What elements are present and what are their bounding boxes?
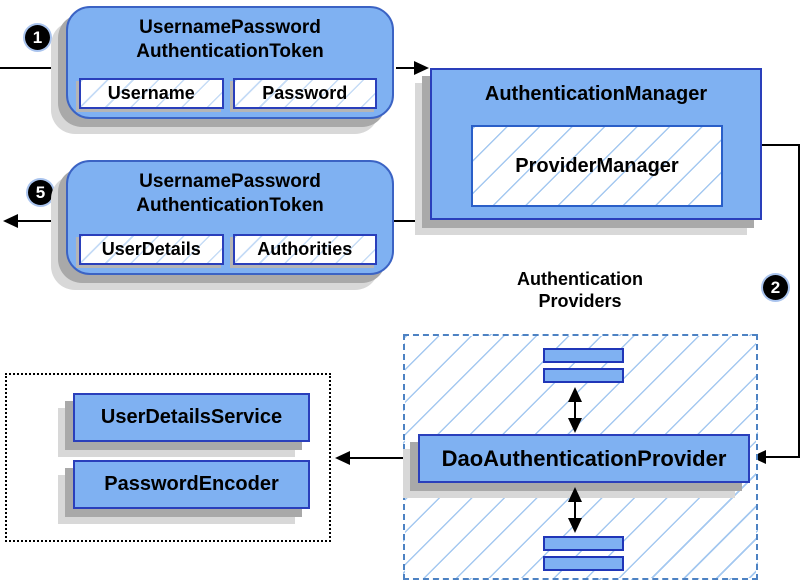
authentication-manager-box: AuthenticationManager ProviderManager: [430, 68, 762, 220]
line-in-request: [0, 67, 68, 69]
line-manager-down-vertical: [798, 144, 800, 458]
authorities-field: Authorities: [232, 234, 377, 265]
double-arrow-top-up-head-icon: [568, 387, 582, 402]
authentication-providers-title-line2: Providers: [538, 291, 622, 311]
double-arrow-bottom-line: [574, 499, 576, 520]
arrow-provider-to-services-line: [349, 457, 418, 459]
line-manager-right-horizontal: [760, 144, 800, 146]
token-request-title-line2: AuthenticationToken: [136, 41, 324, 62]
authentication-providers-title: Authentication Providers: [455, 268, 705, 312]
double-arrow-bottom-down-head-icon: [568, 518, 582, 533]
double-arrow-bottom-up-head-icon: [568, 487, 582, 502]
arrow-token-to-manager-line: [396, 67, 416, 69]
double-arrow-top-down-head-icon: [568, 418, 582, 433]
password-field: Password: [232, 78, 377, 109]
step-1-badge: 1: [25, 25, 50, 50]
step-2-badge: 2: [763, 275, 788, 300]
provider-list-bar-top-1: [543, 348, 624, 363]
double-arrow-top-line: [574, 399, 576, 420]
step-5-badge: 5: [28, 180, 53, 205]
arrow-token-to-manager-head-icon: [414, 61, 429, 75]
token-response-title-line1: UsernamePassword: [139, 171, 321, 192]
authentication-manager-title: AuthenticationManager: [484, 83, 708, 105]
token-response-title: UsernamePassword AuthenticationToken: [68, 170, 392, 218]
token-request-title-line1: UsernamePassword: [139, 17, 321, 38]
userdetails-field: UserDetails: [79, 234, 224, 265]
provider-list-bar-bottom-1: [543, 536, 624, 551]
provider-list-bar-top-2: [543, 368, 624, 383]
provider-list-bar-bottom-2: [543, 556, 624, 571]
token-request-title: UsernamePassword AuthenticationToken: [68, 16, 392, 64]
user-details-service-box: UserDetailsService: [73, 393, 310, 442]
password-encoder-box: PasswordEncoder: [73, 460, 310, 509]
arrow-provider-to-services-head-icon: [335, 451, 350, 465]
dao-authentication-provider-box: DaoAuthenticationProvider: [418, 434, 750, 483]
provider-manager-box: ProviderManager: [471, 125, 723, 207]
username-password-token-response-box: UsernamePassword AuthenticationToken Use…: [66, 160, 394, 275]
line-manager-to-token-response: [390, 220, 434, 222]
username-password-token-request-box: UsernamePassword AuthenticationToken Use…: [66, 6, 394, 119]
arrow-token-response-out-head-icon: [3, 214, 18, 228]
token-response-fields: UserDetails Authorities: [79, 234, 377, 265]
token-response-title-line2: AuthenticationToken: [136, 195, 324, 216]
line-into-provider-horizontal: [765, 456, 800, 458]
arrow-token-response-out-line: [16, 220, 68, 222]
username-field: Username: [79, 78, 224, 109]
token-request-fields: Username Password: [79, 78, 377, 109]
authentication-providers-title-line1: Authentication: [517, 269, 643, 289]
